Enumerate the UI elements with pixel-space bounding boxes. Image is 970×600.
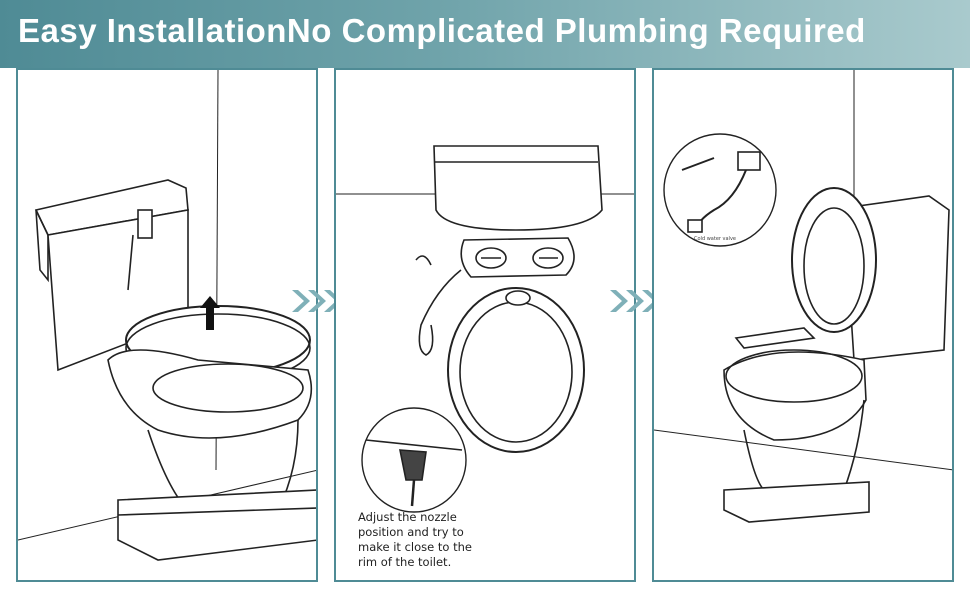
panel-step-2: Adjust the nozzle position and try to ma… [334, 68, 636, 582]
water-connection-illustration: Cold water valve [654, 70, 952, 523]
bidet-attachment-illustration [336, 145, 634, 513]
toilet-seat-illustration [18, 70, 316, 561]
header-banner: Easy InstallationNo Complicated Plumbing… [0, 0, 970, 68]
valve-label: Cold water valve [694, 236, 736, 242]
up-arrow-icon [200, 296, 220, 330]
nozzle-adjust-note: Adjust the nozzle position and try to ma… [358, 510, 472, 569]
panel-step-1 [16, 68, 318, 582]
banner-title: Easy InstallationNo Complicated Plumbing… [18, 12, 866, 49]
panel-step-3: Cold water valve [652, 68, 954, 582]
